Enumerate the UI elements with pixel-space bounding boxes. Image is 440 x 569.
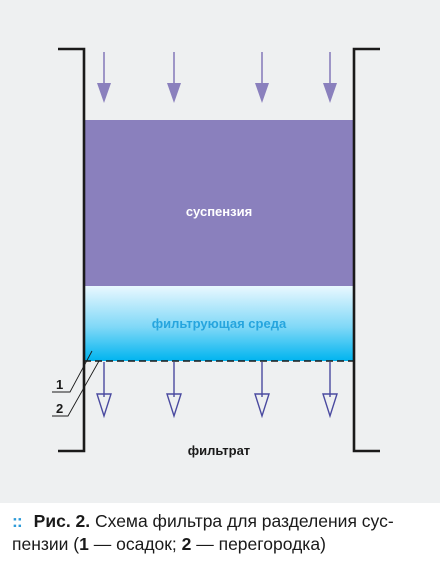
inflow-arrow — [167, 52, 181, 103]
left-wall — [58, 47, 86, 453]
filtrate-label: фильтрат — [188, 443, 250, 458]
caption-num-2: 2 — [181, 534, 192, 554]
inflow-arrow — [255, 52, 269, 103]
caption-text-3: — осадок; — [88, 534, 182, 554]
caption-bullet: :: — [12, 511, 23, 531]
inflow-arrows — [97, 52, 337, 103]
callout-leaders — [52, 350, 100, 417]
figure-caption: ::Рис. 2. Схема фильтра для разделения с… — [12, 510, 432, 556]
outflow-arrow — [166, 362, 182, 419]
caption-text-1: Схема фильтра для разделения сус- — [90, 511, 394, 531]
callout-2-leader — [52, 360, 100, 417]
caption-text-2: пензии ( — [12, 534, 80, 554]
filter-diagram: суспензия фильтрующая среда — [52, 47, 380, 458]
caption-text-4: — перегородка) — [191, 534, 326, 554]
caption-prefix: Рис. 2. — [33, 511, 91, 531]
callout-2-label: 2 — [56, 401, 63, 416]
outflow-arrow — [96, 362, 112, 419]
inflow-arrow — [323, 52, 337, 103]
outflow-arrow — [322, 362, 338, 419]
callout-1-leader — [52, 350, 93, 393]
callout-1-label: 1 — [56, 377, 63, 392]
inflow-arrow — [97, 52, 111, 103]
caption-num-1: 1 — [79, 534, 89, 554]
suspension-label: суспензия — [186, 204, 252, 219]
suspension-layer — [84, 120, 354, 286]
outflow-arrows — [96, 362, 338, 419]
right-wall — [352, 47, 380, 453]
outflow-arrow — [254, 362, 270, 419]
filter-medium-label: фильтрующая среда — [152, 316, 287, 331]
filter-medium-layer — [84, 286, 354, 361]
